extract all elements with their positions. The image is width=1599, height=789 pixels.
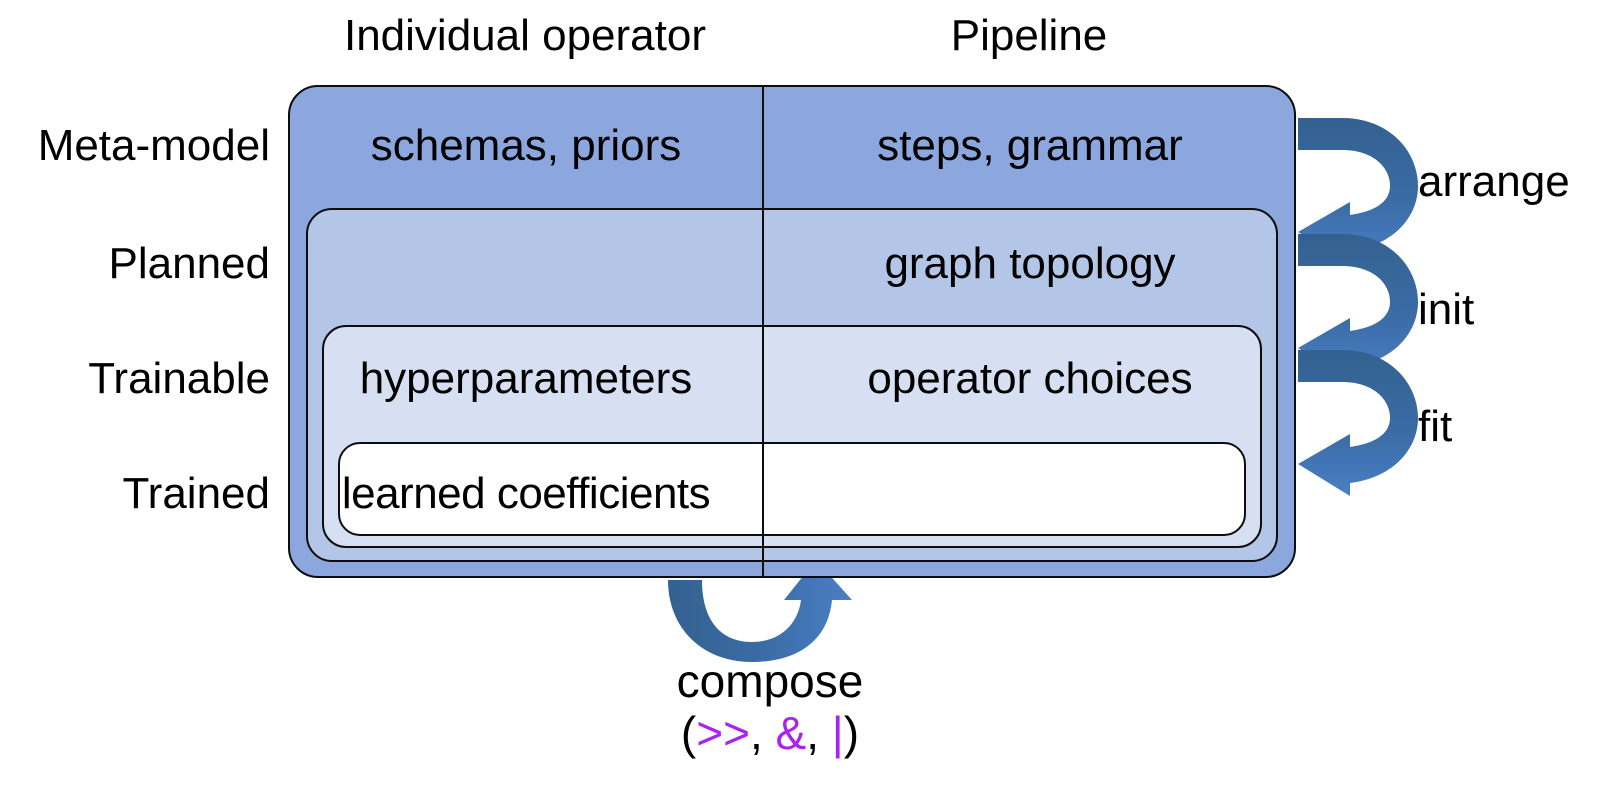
cell-meta-model-pipeline: steps, grammar: [877, 121, 1183, 170]
curved-hook-arrow-left-icon-fit: [1298, 350, 1418, 496]
curved-u-arrow-up-icon-compose: [668, 578, 852, 662]
compose-operators-line: (>>, &, |): [560, 710, 980, 756]
column-header-pipeline: Pipeline: [950, 11, 1108, 60]
cell-planned-pipeline: graph topology: [884, 239, 1176, 288]
column-divider: [762, 87, 764, 576]
box-trainable-band: [322, 325, 1262, 548]
cell-trainable-operator: hyperparameters: [359, 354, 693, 403]
box-trained-band: [338, 442, 1246, 536]
arrow-label-fit: fit: [1418, 402, 1453, 451]
separator-1: ,: [749, 707, 776, 759]
separator-2: ,: [806, 707, 832, 759]
arrow-label-init: init: [1418, 285, 1475, 334]
box-planned-band: [306, 208, 1278, 562]
operator-ampersand: &: [775, 707, 807, 759]
arrow-label-arrange: arrange: [1418, 157, 1570, 206]
operator-shift-right: >>: [696, 707, 750, 759]
curved-hook-arrow-left-icon-init: [1298, 234, 1418, 380]
row-label-meta-model: Meta-model: [37, 121, 270, 170]
box-meta-model-band: [288, 85, 1296, 578]
compose-label: compose: [676, 655, 864, 707]
row-label-trained: Trained: [122, 469, 270, 518]
cell-meta-model-operator: schemas, priors: [370, 121, 682, 170]
row-label-trainable: Trainable: [88, 354, 270, 403]
cell-trainable-pipeline: operator choices: [867, 354, 1193, 403]
row-label-planned: Planned: [108, 239, 270, 288]
close-paren: ): [843, 707, 860, 759]
cell-trained-operator: learned coefficients: [341, 469, 711, 518]
curved-hook-arrow-left-icon-arrange: [1298, 118, 1418, 264]
open-paren: (: [680, 707, 697, 759]
column-header-individual-operator: Individual operator: [343, 11, 706, 60]
operator-pipe: |: [831, 707, 844, 759]
